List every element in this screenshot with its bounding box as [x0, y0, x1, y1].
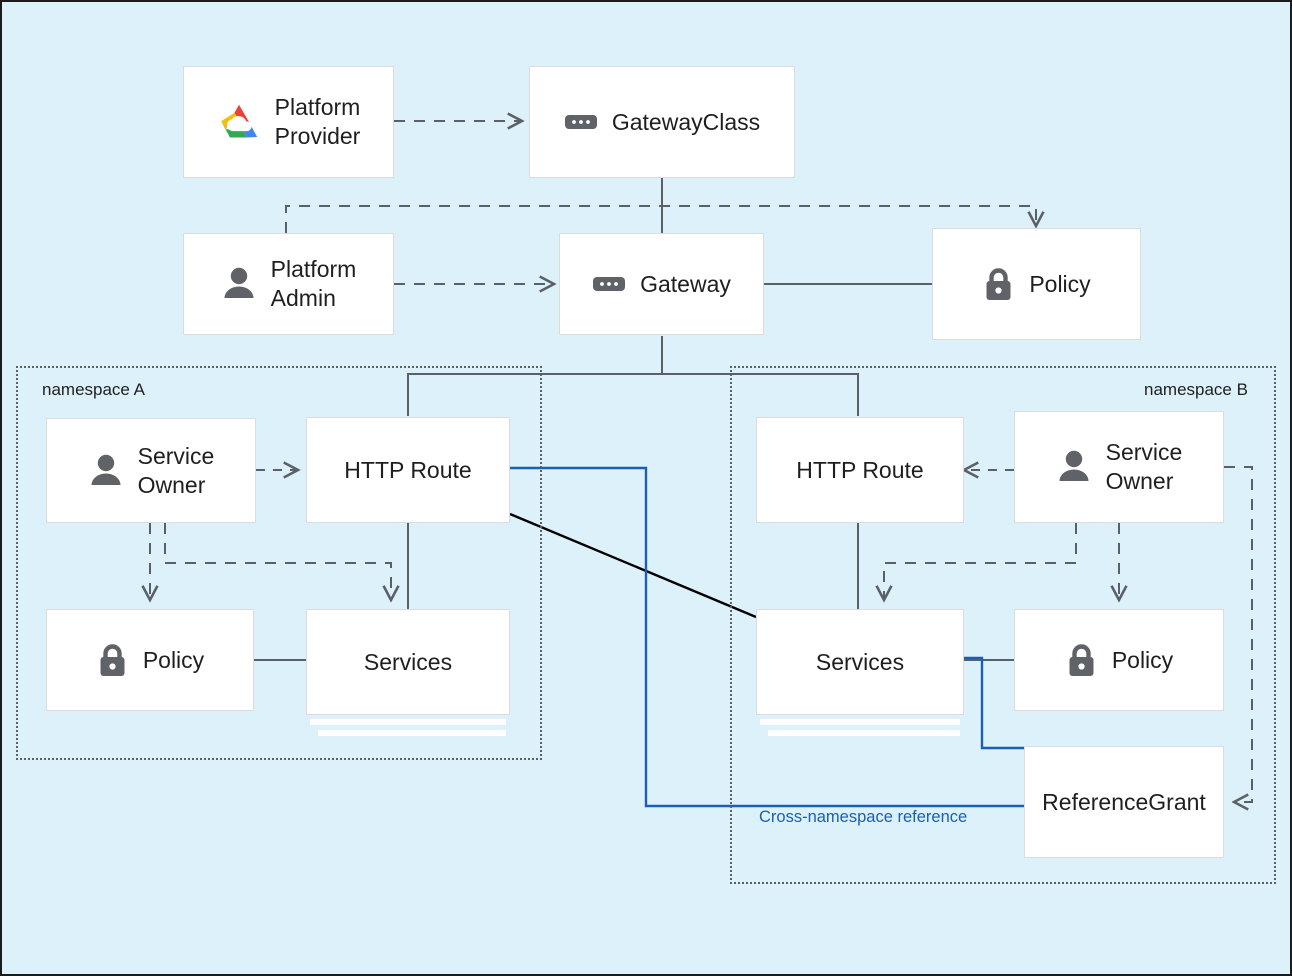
- node-label: Policy: [1029, 270, 1091, 297]
- namespace-a-label: namespace A: [42, 380, 146, 399]
- node-http-route-b[interactable]: HTTP Route: [756, 417, 964, 523]
- services-b-stack-bar-2: [768, 730, 960, 736]
- person-icon: [221, 265, 257, 303]
- lock-icon: [96, 641, 129, 679]
- node-label: HTTP Route: [796, 456, 924, 483]
- node-label: Service Owner: [137, 442, 215, 498]
- person-icon: [1056, 448, 1092, 486]
- node-platform-provider[interactable]: Platform Provider: [183, 66, 394, 178]
- cross-namespace-reference-label: Cross-namespace reference: [759, 808, 968, 826]
- node-services-a[interactable]: Services: [306, 609, 510, 715]
- services-a-stack-bar-2: [318, 730, 506, 736]
- node-platform-admin[interactable]: Platform Admin: [183, 233, 394, 335]
- node-label: ReferenceGrant: [1042, 788, 1206, 815]
- node-service-owner-b[interactable]: Service Owner: [1014, 411, 1224, 523]
- node-referencegrant[interactable]: ReferenceGrant: [1024, 746, 1224, 858]
- node-label: HTTP Route: [344, 456, 472, 483]
- node-label: Platform Provider: [274, 94, 361, 149]
- wire-route-a-to-services-b: [509, 512, 757, 619]
- gateway-chip-icon: [564, 111, 598, 133]
- node-services-b[interactable]: Services: [756, 609, 964, 715]
- node-label: Policy: [142, 646, 205, 673]
- node-gatewayclass[interactable]: GatewayClass: [529, 66, 795, 178]
- namespace-b-boundary: [730, 366, 1276, 884]
- node-policy-b[interactable]: Policy: [1014, 609, 1224, 711]
- lock-icon: [982, 265, 1015, 303]
- namespace-b-label: namespace B: [1144, 380, 1248, 399]
- node-policy-a[interactable]: Policy: [46, 609, 254, 711]
- node-service-owner-a[interactable]: Service Owner: [46, 418, 256, 523]
- google-cloud-icon: [217, 102, 261, 142]
- gateway-chip-icon: [592, 273, 626, 295]
- node-label: GatewayClass: [611, 108, 761, 135]
- node-policy-top[interactable]: Policy: [932, 228, 1141, 340]
- node-label: Policy: [1111, 646, 1174, 673]
- node-label: Gateway: [640, 270, 731, 297]
- node-label: Services: [815, 648, 905, 675]
- node-label: Services: [363, 648, 453, 675]
- namespace-a-boundary: [16, 366, 542, 760]
- node-http-route-a[interactable]: HTTP Route: [306, 417, 510, 523]
- node-gateway[interactable]: Gateway: [559, 233, 764, 335]
- wire-admin-to-policy-top: [285, 205, 1036, 233]
- node-label: Platform Admin: [270, 256, 357, 311]
- person-icon: [88, 452, 124, 490]
- node-label: Service Owner: [1105, 439, 1183, 494]
- lock-icon: [1065, 641, 1098, 679]
- services-b-stack-bar-1: [760, 719, 960, 725]
- services-a-stack-bar-1: [310, 719, 506, 725]
